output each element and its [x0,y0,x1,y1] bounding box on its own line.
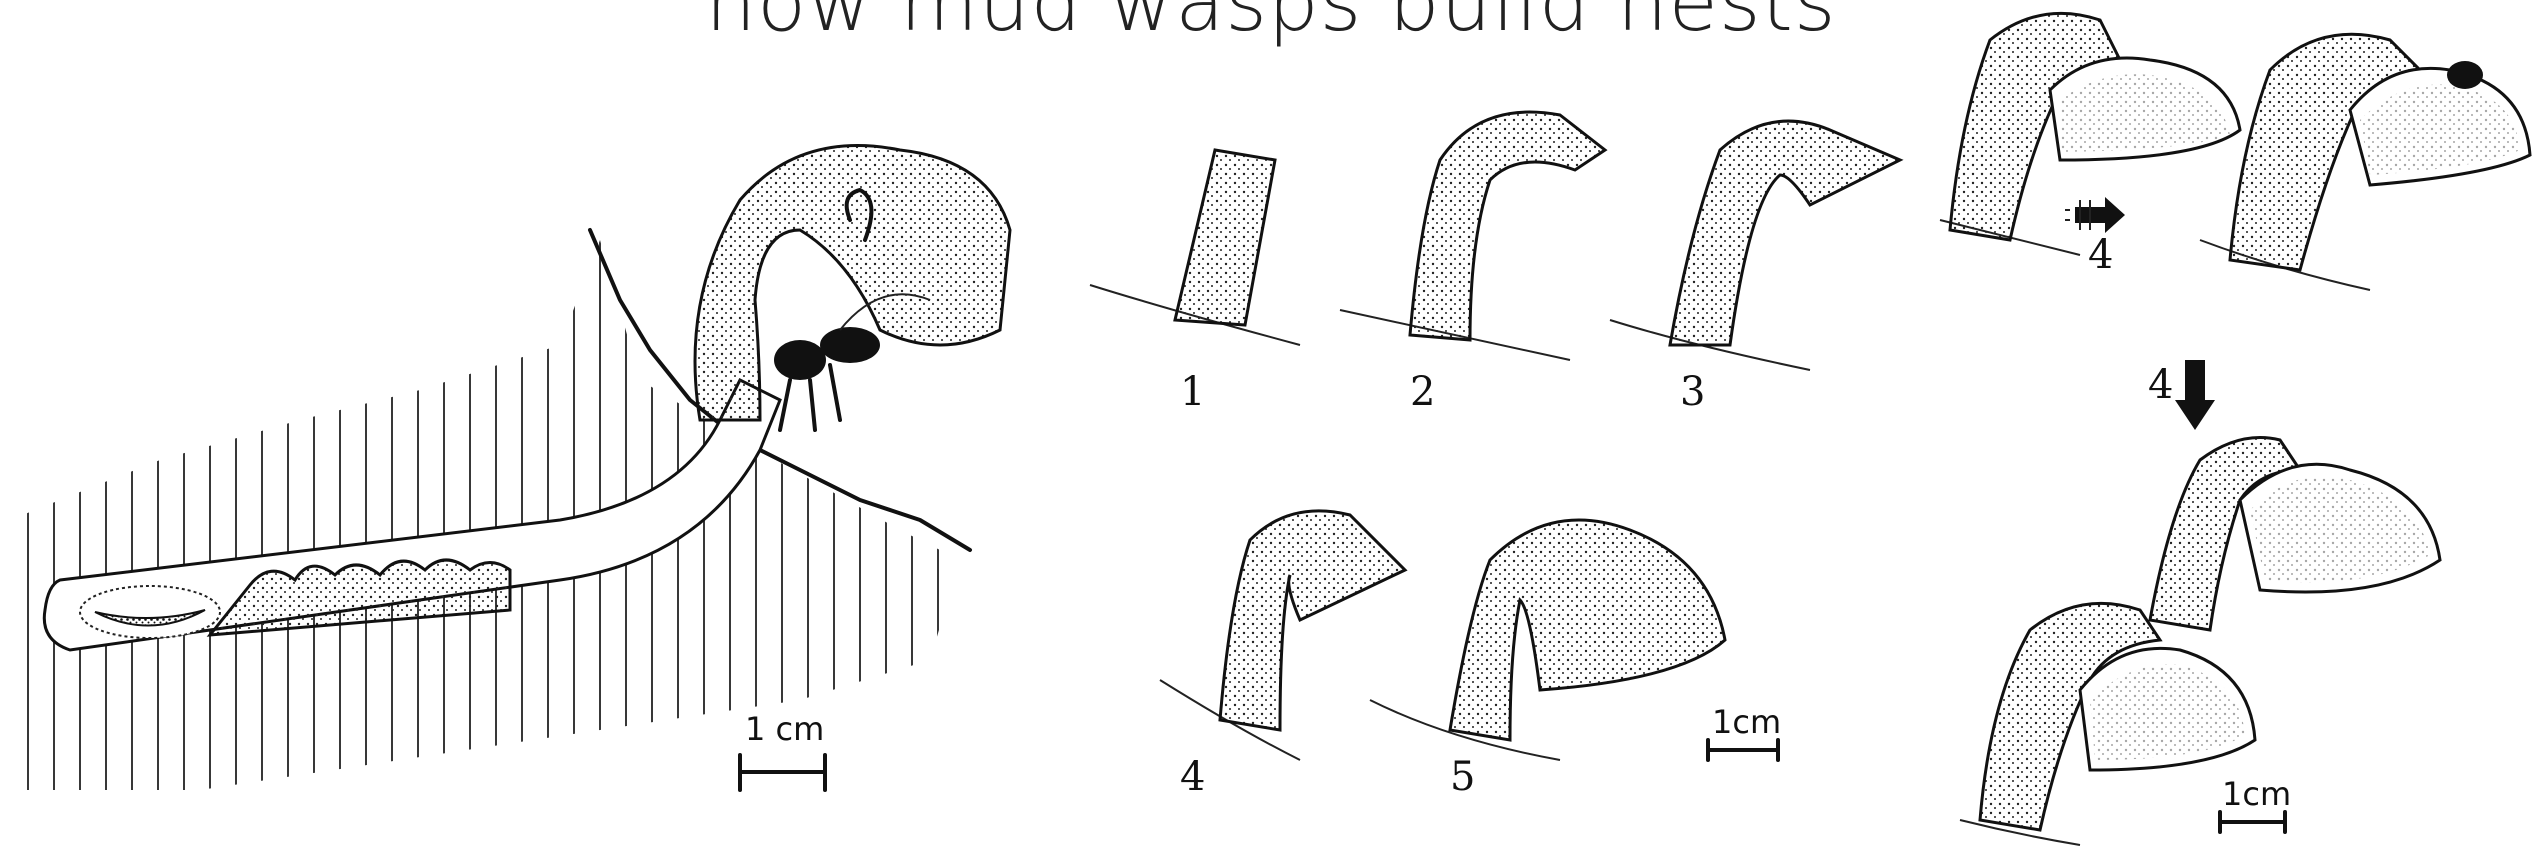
arrow-right-label: 4 [2088,232,2113,278]
scale-bar-right [2220,812,2285,832]
turret-stage-2 [1410,112,1605,340]
stage-2: 2 [1340,112,1605,415]
turret-stage-1 [1175,150,1275,325]
turret-stage-4 [1220,511,1405,730]
stage-label-1: 1 [1180,369,1205,415]
scale-bar-label-left: 1 cm [745,710,824,748]
stage-1: 1 [1090,150,1300,415]
scale-bar-left [740,755,825,790]
stage-5: 5 [1370,520,1725,800]
arrow-down-label: 4 [2148,362,2173,408]
scale-bar-label-middle: 1cm [1712,703,1781,741]
scale-bar-right-group: 1cm [2220,775,2291,832]
stage-label-4: 4 [1180,754,1205,800]
arrow-right-group: 4 [2065,197,2125,278]
arrow-right-icon [2075,197,2125,233]
stage-label-2: 2 [1410,369,1435,415]
scale-bar-middle-group: 1cm [1708,703,1781,760]
stage-final [1960,438,2440,846]
turret-stage-3 [1670,121,1900,345]
cap-plug [2447,61,2483,89]
arrow-down-group: 4 [2148,360,2215,430]
stage-4b [2200,34,2530,290]
scale-bar-middle [1708,740,1778,760]
chimney-turret [695,146,1010,420]
turret-stage-5 [1450,520,1725,740]
stage-label-3: 3 [1680,369,1705,415]
arrow-down-icon [2175,360,2215,430]
soil-hatching [10,240,960,790]
scale-bar-label-right: 1cm [2222,775,2291,813]
stage-4: 4 [1160,511,1405,800]
stage-label-5: 5 [1450,754,1475,800]
stage-3: 3 [1610,121,1900,415]
mud-cap-final-upper-stipple [2250,476,2430,582]
nest-cross-section: 1 cm [10,146,1010,790]
